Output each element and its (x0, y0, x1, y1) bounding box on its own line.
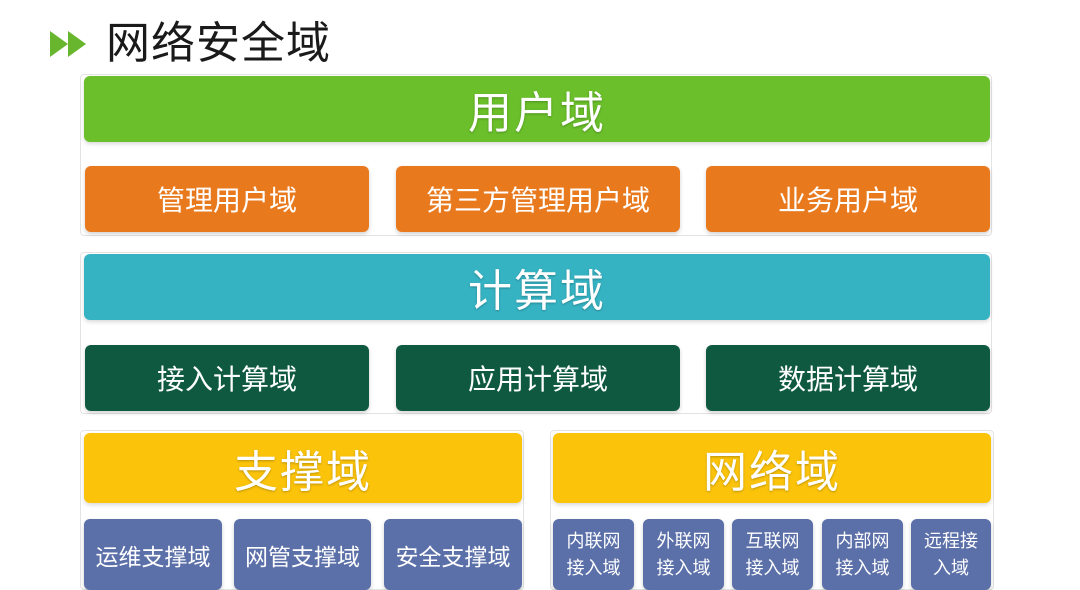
network-item-line2: 接入域 (656, 557, 711, 579)
user-domain-item-management: 管理用户域 (85, 166, 369, 232)
network-domain-item-intranet: 内联网 接入域 (553, 519, 634, 590)
compute-domain-header: 计算域 (84, 254, 990, 320)
network-domain-item-internet: 互联网 接入域 (732, 519, 813, 590)
compute-domain-item-data: 数据计算域 (706, 345, 990, 411)
network-domain-item-internal: 内部网 接入域 (822, 519, 903, 590)
support-domain-header: 支撑域 (84, 433, 522, 503)
network-item-line2: 入域 (933, 557, 969, 579)
support-domain-item-netmgmt: 网管支撑域 (234, 519, 371, 590)
page-header: 网络安全域 (48, 16, 331, 72)
network-domain-header: 网络域 (553, 433, 991, 503)
compute-domain-frame (80, 252, 992, 414)
compute-domain-item-application: 应用计算域 (396, 345, 680, 411)
page-title: 网络安全域 (106, 18, 331, 69)
network-item-line2: 接入域 (566, 557, 621, 579)
support-domain-item-ops: 运维支撑域 (84, 519, 222, 590)
user-domain-header: 用户域 (84, 76, 990, 142)
user-domain-frame (80, 74, 992, 236)
network-item-line1: 互联网 (745, 530, 800, 552)
network-item-line1: 外联网 (656, 530, 711, 552)
network-item-line1: 内联网 (566, 530, 621, 552)
support-domain-item-security: 安全支撑域 (384, 519, 522, 590)
network-item-line1: 远程接 (924, 530, 978, 552)
network-item-line1: 内部网 (835, 530, 890, 552)
compute-domain-item-access: 接入计算域 (85, 345, 369, 411)
double-arrow-icon (48, 27, 90, 61)
user-domain-item-third-party: 第三方管理用户域 (396, 166, 680, 232)
network-domain-item-remote: 远程接 入域 (911, 519, 991, 590)
user-domain-item-business: 业务用户域 (706, 166, 990, 232)
network-domain-item-extranet: 外联网 接入域 (643, 519, 724, 590)
network-item-line2: 接入域 (745, 557, 800, 579)
network-item-line2: 接入域 (835, 557, 890, 579)
